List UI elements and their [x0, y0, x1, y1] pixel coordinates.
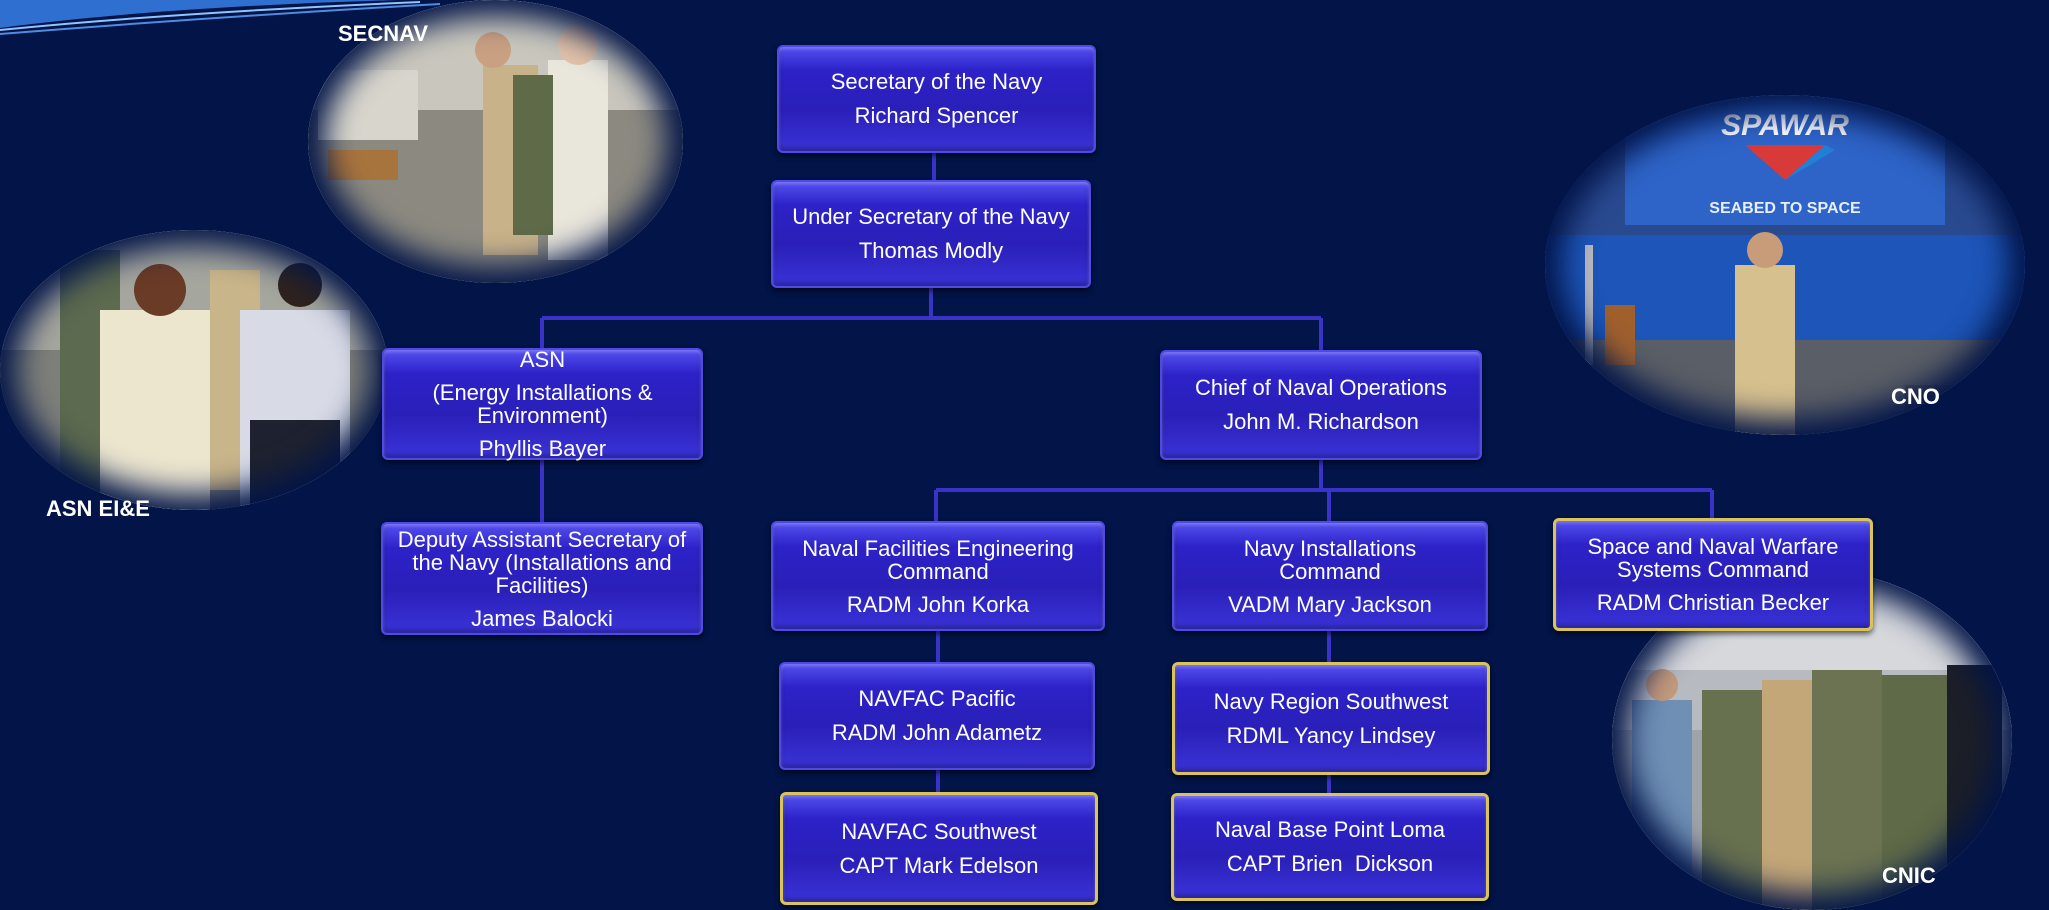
box-navfac[interactable]: Naval Facilities Engineering Command RAD…: [771, 521, 1105, 631]
box-title: Secretary of the Navy: [830, 69, 1043, 94]
box-name: RADM Christian Becker: [1596, 590, 1830, 615]
box-title: Under Secretary of the Navy: [792, 204, 1070, 229]
box-title: Navy Region Southwest: [1213, 688, 1449, 714]
cno-photo: SPAWAR SEABED TO SPACE: [1545, 95, 2025, 435]
box-name: VADM Mary Jackson: [1228, 591, 1432, 617]
box-navfac-pacific[interactable]: NAVFAC Pacific RADM John Adametz: [779, 662, 1095, 770]
box-title: Naval Base Point Loma: [1215, 817, 1445, 842]
box-name: RADM John Adametz: [831, 720, 1043, 745]
box-name: John M. Richardson: [1223, 409, 1419, 434]
box-navfac-southwest[interactable]: NAVFAC Southwest CAPT Mark Edelson: [780, 792, 1098, 905]
spawar-banner-text: SPAWAR: [1721, 109, 1849, 142]
box-under-secretary[interactable]: Under Secretary of the Navy Thomas Modly: [771, 180, 1091, 288]
spawar-tagline-text: SEABED TO SPACE: [1709, 200, 1861, 217]
box-title: Navy Installations Command: [1243, 535, 1417, 584]
box-name: RDML Yancy Lindsey: [1226, 722, 1436, 748]
box-asn[interactable]: ASN (Energy Installations & Environment)…: [382, 348, 703, 460]
box-name: James Balocki: [471, 605, 613, 631]
box-title: NAVFAC Southwest: [841, 818, 1037, 844]
box-title: Naval Facilities Engineering Command: [802, 535, 1074, 584]
asn-photo: [0, 230, 388, 510]
box-title: Chief of Naval Operations: [1195, 375, 1447, 400]
box-title: ASN: [519, 347, 566, 372]
box-navy-region-southwest[interactable]: Navy Region Southwest RDML Yancy Lindsey: [1172, 662, 1490, 775]
box-subtitle: (Energy Installations & Environment): [432, 380, 653, 428]
box-naval-base-point-loma[interactable]: Naval Base Point Loma CAPT Brien Dickson: [1171, 793, 1489, 901]
box-name: CAPT Mark Edelson: [839, 852, 1039, 878]
asn-photo-label: ASN EI&E: [46, 496, 150, 521]
box-spawar[interactable]: Space and Naval Warfare Systems Command …: [1553, 518, 1873, 631]
box-name: CAPT Brien Dickson: [1226, 851, 1434, 876]
cno-photo-label: CNO: [1891, 384, 1940, 409]
box-cno[interactable]: Chief of Naval Operations John M. Richar…: [1160, 350, 1482, 460]
cnic-photo-label: CNIC: [1882, 863, 1936, 888]
box-name: RADM John Korka: [846, 591, 1030, 617]
box-dasn[interactable]: Deputy Assistant Secretary of the Navy (…: [381, 522, 703, 635]
box-name: Richard Spencer: [854, 103, 1019, 128]
box-title: Space and Naval Warfare Systems Command: [1587, 534, 1839, 582]
box-navy-installations-command[interactable]: Navy Installations Command VADM Mary Jac…: [1172, 521, 1488, 631]
box-secretary-of-the-navy[interactable]: Secretary of the Navy Richard Spencer: [777, 45, 1096, 153]
header-swoosh: [0, 0, 441, 35]
box-title: NAVFAC Pacific: [858, 686, 1016, 711]
secnav-photo-label: SECNAV: [338, 21, 429, 46]
box-title: Deputy Assistant Secretary of the Navy (…: [397, 526, 687, 598]
box-name: Phyllis Bayer: [478, 436, 607, 461]
box-name: Thomas Modly: [858, 238, 1004, 263]
